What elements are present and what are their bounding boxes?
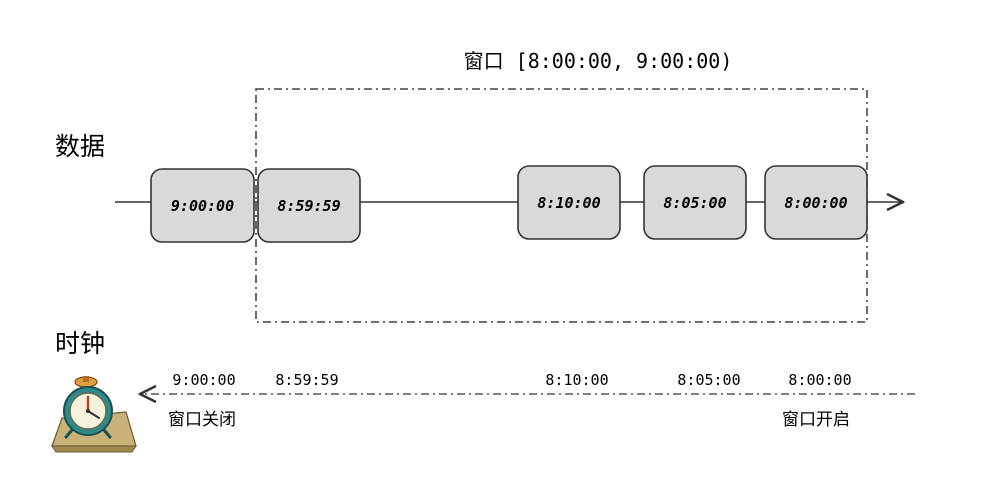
data-row-label: 数据 <box>55 132 105 161</box>
event-box-1: 9:00:00 <box>150 168 255 243</box>
window-open-label: 窗口开启 <box>782 410 850 430</box>
event-box-4: 8:05:00 <box>643 165 747 240</box>
event-box-label: 8:10:00 <box>537 194 600 212</box>
event-box-2: 8:59:59 <box>257 168 361 243</box>
event-box-shape <box>764 165 868 240</box>
event-box-shape <box>643 165 747 240</box>
event-box-shape <box>150 168 255 243</box>
clock-tick: 9:00:00 <box>172 371 235 389</box>
event-box-shape <box>517 165 621 240</box>
clock-tick: 8:00:00 <box>788 371 851 389</box>
event-box-label: 8:00:00 <box>784 194 847 212</box>
clock-tick: 8:10:00 <box>545 371 608 389</box>
clock-tick: 8:59:59 <box>275 371 338 389</box>
event-box-shape <box>257 168 361 243</box>
window-title: 窗口 [8:00:00, 9:00:00) <box>464 49 733 73</box>
event-box-label: 8:59:59 <box>277 197 340 215</box>
alarm-clock-icon <box>51 376 137 453</box>
event-box-label: 8:05:00 <box>663 194 726 212</box>
event-box-label: 9:00:00 <box>171 197 234 215</box>
clock-tick: 8:05:00 <box>677 371 740 389</box>
event-box-5: 8:00:00 <box>764 165 868 240</box>
clock-row-label: 时钟 <box>55 329 105 358</box>
event-box-3: 8:10:00 <box>517 165 621 240</box>
window-close-label: 窗口关闭 <box>168 410 236 430</box>
